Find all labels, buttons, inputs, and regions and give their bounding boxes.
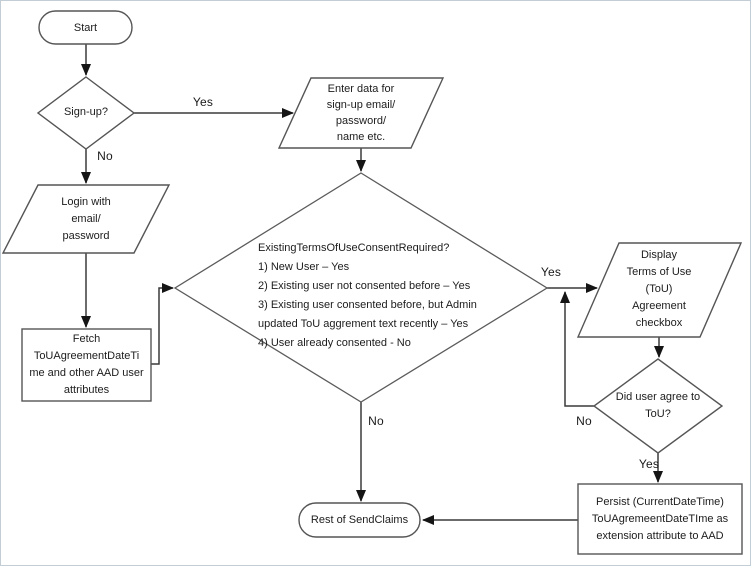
persist-shape — [577, 483, 743, 555]
login-shape — [1, 184, 171, 254]
start-node-label: Start — [73, 21, 98, 34]
consent-decision-shape — [173, 172, 549, 403]
edge-fetch-to-consent — [151, 283, 174, 365]
agree-yes-label: Yes — [638, 456, 660, 471]
signup-no-label: No — [97, 148, 113, 163]
login-label: Login with email/ password — [61, 195, 111, 242]
consent-yes-label: Yes — [540, 264, 562, 279]
agree-no-label: No — [576, 413, 592, 428]
agree-decision-label: Did user agree to ToU? — [615, 391, 701, 420]
fetch-attributes-shape — [21, 328, 152, 402]
display-tou-label: Display Terms of Use (ToU) Agreement che… — [626, 249, 692, 329]
enter-data-shape — [277, 77, 445, 149]
sendclaims-shape — [298, 502, 421, 538]
signup-yes-label: Yes — [192, 94, 214, 109]
fetch-attributes-label: Fetch ToUAgreementDateTi me and other AA… — [29, 333, 144, 396]
signup-decision-label: Sign-up? — [63, 106, 109, 118]
enter-data-label: Enter data for sign-up email/ password/ … — [326, 83, 396, 143]
display-tou-shape — [576, 242, 743, 338]
edge-agree-no-loop — [560, 291, 594, 407]
consent-decision-label: ExistingTermsOfUseConsentRequired? 1) Ne… — [258, 242, 477, 349]
signup-decision-shape — [36, 76, 136, 150]
persist-label: Persist (CurrentDateTime) ToUAgremeentDa… — [591, 496, 729, 542]
sendclaims-label: Rest of SendClaims — [310, 514, 409, 526]
start-node-shape — [38, 10, 133, 45]
consent-no-label: No — [368, 413, 384, 428]
agree-decision-shape — [592, 358, 724, 454]
